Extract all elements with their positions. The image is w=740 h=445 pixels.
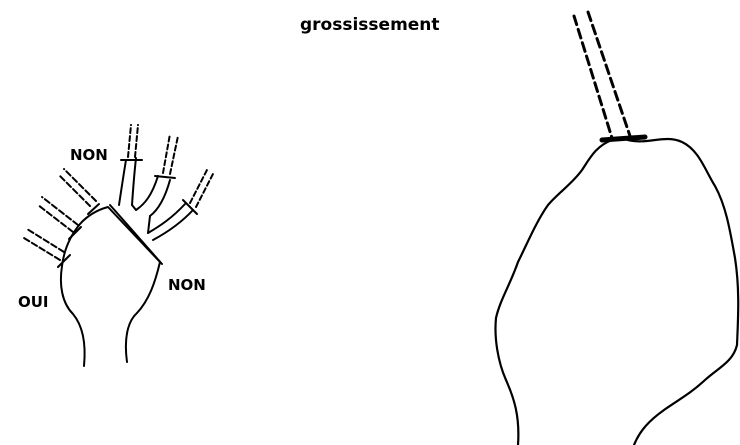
label-oui: OUI xyxy=(18,293,49,311)
magnified-dashed-branch-left xyxy=(574,16,612,138)
small-ampulla xyxy=(24,125,214,366)
ampulla-neck xyxy=(61,266,85,366)
label-non-top: NON xyxy=(70,146,108,164)
magnified-ampulla xyxy=(495,12,738,445)
figure-title: grossissement xyxy=(300,15,440,35)
ampulla-bulb-outline xyxy=(62,207,160,266)
left-dashed-branches xyxy=(24,169,96,260)
magnified-bulb-outline-right xyxy=(628,139,738,445)
magnified-dashed-branch-right xyxy=(588,12,630,136)
ampulla-neck-right xyxy=(126,262,160,362)
label-non-right: NON xyxy=(168,276,206,294)
right-branches xyxy=(119,125,214,240)
magnified-cut-mark xyxy=(602,137,645,140)
magnified-bulb-outline xyxy=(495,140,612,445)
